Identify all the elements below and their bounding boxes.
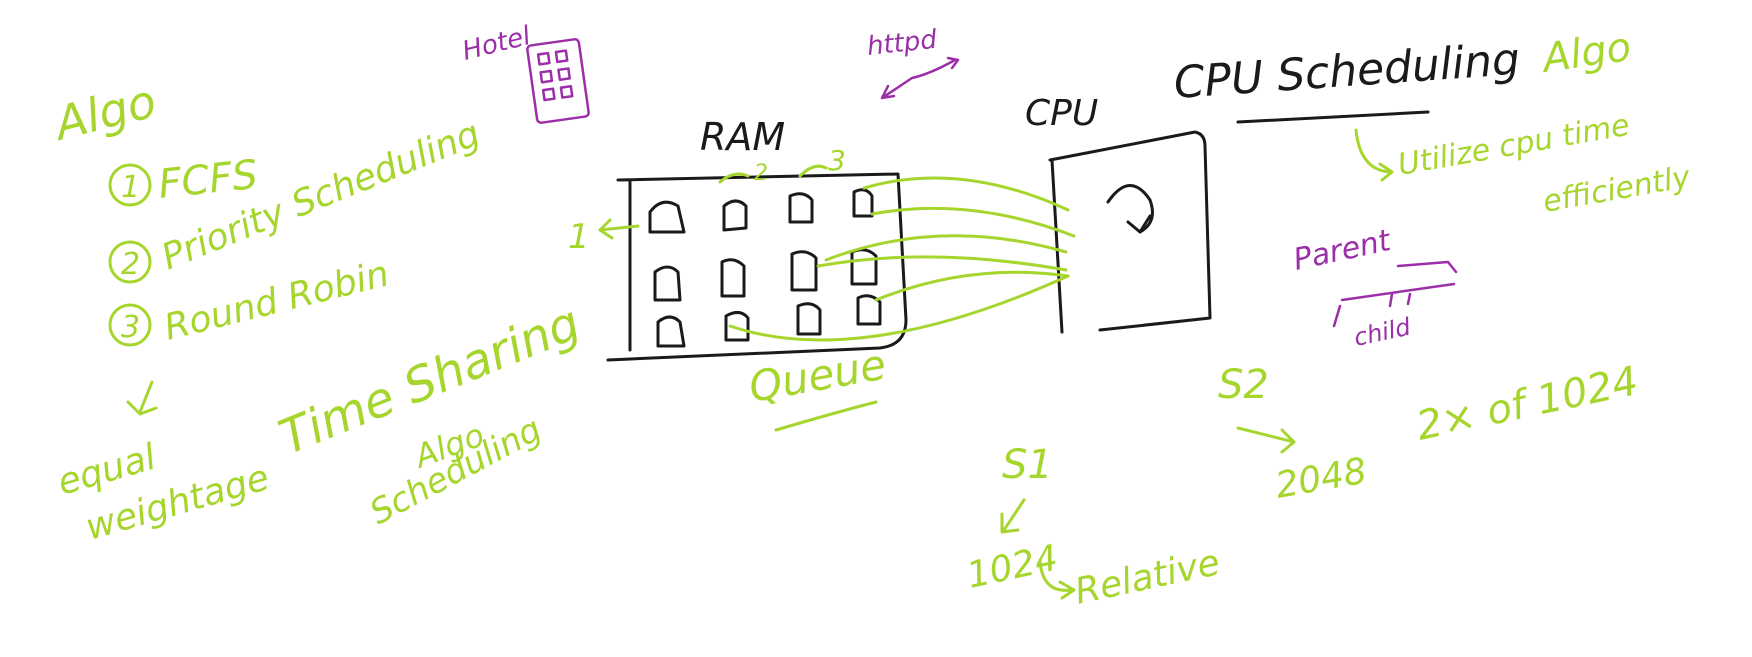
s2-label: S2 — [1218, 362, 1269, 408]
left-arrow-icon — [598, 218, 640, 240]
ram-outline — [606, 172, 908, 362]
utilize-cpu-time: Utilize cpu time — [1395, 108, 1632, 183]
cpu-scheduling-algo: Algo — [1537, 24, 1634, 82]
s2-value: 2048 — [1272, 451, 1369, 507]
process-3-arrow — [798, 164, 828, 178]
relative-label: Relative — [1071, 542, 1223, 613]
process-slots — [648, 188, 882, 348]
item-number-1 — [108, 163, 152, 207]
item-number-1-digit: 1 — [121, 170, 140, 205]
efficiently: efficiently — [1540, 159, 1694, 219]
title-underline — [1236, 110, 1430, 124]
algo-item-fcfs: FCFS — [156, 152, 260, 208]
process-2-arrow — [718, 172, 750, 184]
queue-underline — [774, 400, 878, 432]
hook-arrow-icon — [1038, 558, 1076, 600]
building-windows — [536, 49, 574, 102]
child-note: child — [1351, 312, 1413, 351]
s2-relation: 2× of 1024 — [1413, 358, 1642, 450]
algo-list: Algo 1 FCFS 2 Priority Scheduling 3 Roun… — [47, 74, 588, 549]
item-number-3-digit: 3 — [121, 310, 140, 345]
right-arrow-icon — [1236, 426, 1296, 454]
httpd-note: httpd — [866, 25, 939, 62]
cpu-cycle-arrow-icon — [1106, 184, 1154, 234]
s1-label: S1 — [1002, 442, 1053, 488]
down-arrow-icon — [126, 380, 158, 416]
cpu-outline — [1048, 130, 1212, 334]
s1-value: 1024 — [963, 538, 1061, 597]
algo-heading: Algo — [47, 74, 162, 152]
parent-note: Parent — [1290, 223, 1394, 278]
cpu-label: CPU — [1025, 93, 1098, 134]
down-left-arrow-icon — [1000, 498, 1026, 534]
parent-child-tree-icon — [1332, 260, 1458, 328]
item-number-3 — [108, 303, 152, 347]
process-1-label: 1 — [568, 217, 590, 257]
ram-block: RAM 1 2 3 Queue — [568, 115, 908, 432]
scheduling-lines — [728, 176, 1076, 342]
cpu-block: CPU — [1025, 93, 1212, 334]
queue-label: Queue — [745, 340, 889, 412]
curved-arrow-icon — [1354, 128, 1394, 182]
building-icon — [526, 38, 590, 124]
hotel-note: Hotel — [459, 21, 534, 67]
cpu-scheduling-title: CPU Scheduling — [1172, 34, 1521, 109]
item-number-2-digit: 2 — [121, 247, 140, 282]
process-3-label: 3 — [828, 144, 846, 177]
two-way-arrow-icon — [880, 56, 960, 100]
item-number-2 — [108, 240, 152, 284]
purple-notes-top: Hotel httpd — [459, 21, 960, 124]
ram-label: RAM — [700, 115, 785, 159]
process-2-label: 2 — [754, 161, 768, 186]
